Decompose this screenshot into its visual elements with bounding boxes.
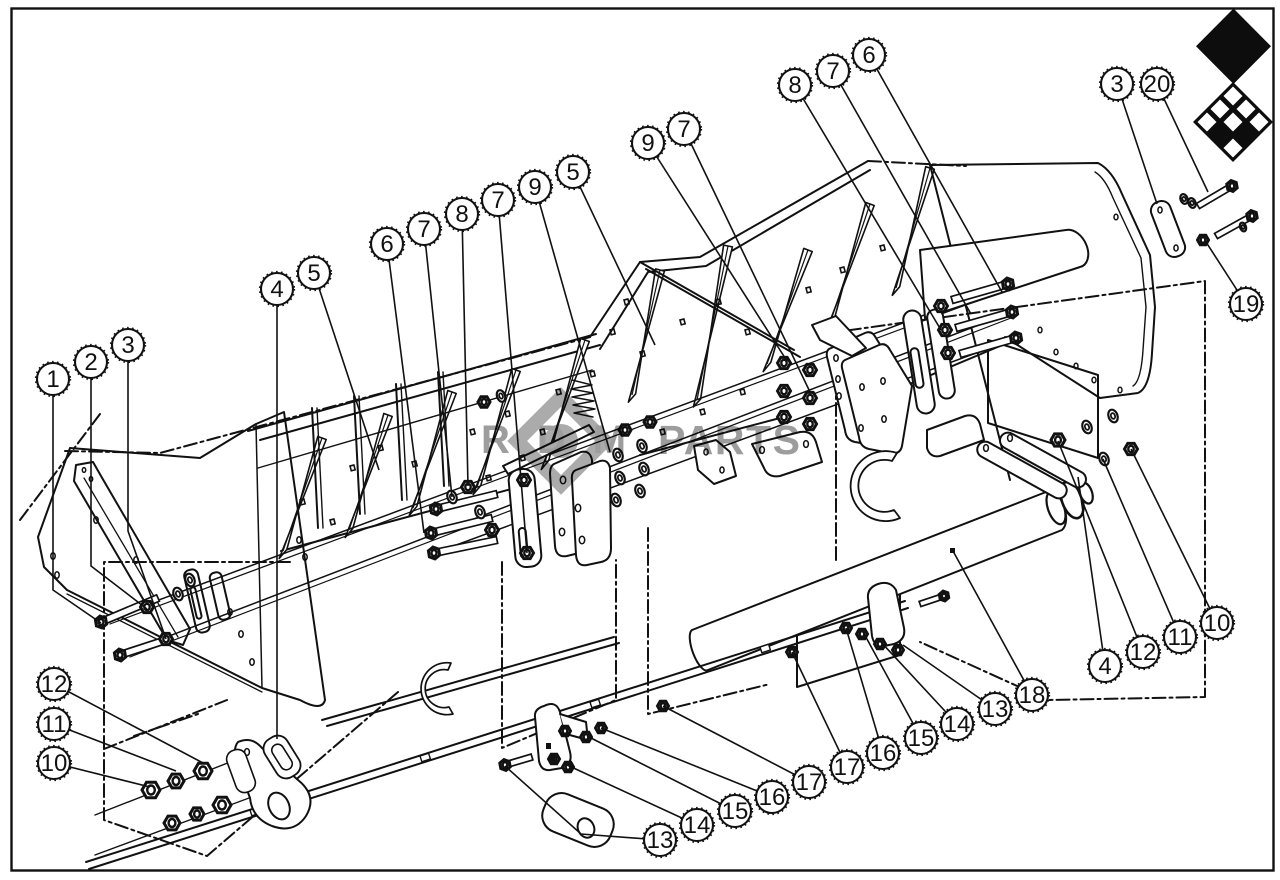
svg-text:14: 14 <box>944 711 971 738</box>
svg-text:18: 18 <box>1019 682 1046 709</box>
svg-text:20: 20 <box>1144 71 1171 98</box>
svg-text:10: 10 <box>41 750 68 777</box>
svg-text:13: 13 <box>647 827 674 854</box>
svg-text:7: 7 <box>677 116 690 143</box>
svg-text:5: 5 <box>307 260 320 287</box>
svg-text:6: 6 <box>380 231 393 258</box>
svg-text:2: 2 <box>84 349 97 376</box>
svg-text:15: 15 <box>908 725 935 752</box>
svg-text:RDM: RDM <box>481 418 653 462</box>
svg-text:12: 12 <box>1130 639 1157 666</box>
svg-text:3: 3 <box>121 332 134 359</box>
svg-text:3: 3 <box>1110 71 1123 98</box>
svg-text:8: 8 <box>788 72 801 99</box>
svg-text:17: 17 <box>834 754 861 781</box>
svg-text:16: 16 <box>870 740 897 767</box>
svg-text:6: 6 <box>862 42 875 69</box>
svg-text:10: 10 <box>1204 610 1231 637</box>
svg-text:PARTS: PARTS <box>658 417 801 463</box>
svg-text:7: 7 <box>826 58 839 85</box>
svg-text:13: 13 <box>982 696 1009 723</box>
svg-text:11: 11 <box>42 711 67 738</box>
svg-text:17: 17 <box>796 769 823 796</box>
svg-text:1: 1 <box>46 366 59 393</box>
svg-text:15: 15 <box>722 798 749 825</box>
svg-text:16: 16 <box>759 784 786 811</box>
svg-text:14: 14 <box>684 812 711 839</box>
svg-text:19: 19 <box>1233 291 1260 318</box>
svg-text:11: 11 <box>1168 624 1193 651</box>
svg-text:8: 8 <box>455 201 468 228</box>
svg-text:9: 9 <box>641 130 654 157</box>
svg-text:9: 9 <box>528 174 541 201</box>
svg-text:12: 12 <box>41 671 68 698</box>
svg-text:4: 4 <box>270 276 283 303</box>
svg-text:7: 7 <box>491 187 504 214</box>
svg-text:5: 5 <box>566 159 579 186</box>
svg-text:7: 7 <box>417 216 430 243</box>
svg-text:4: 4 <box>1098 653 1111 680</box>
